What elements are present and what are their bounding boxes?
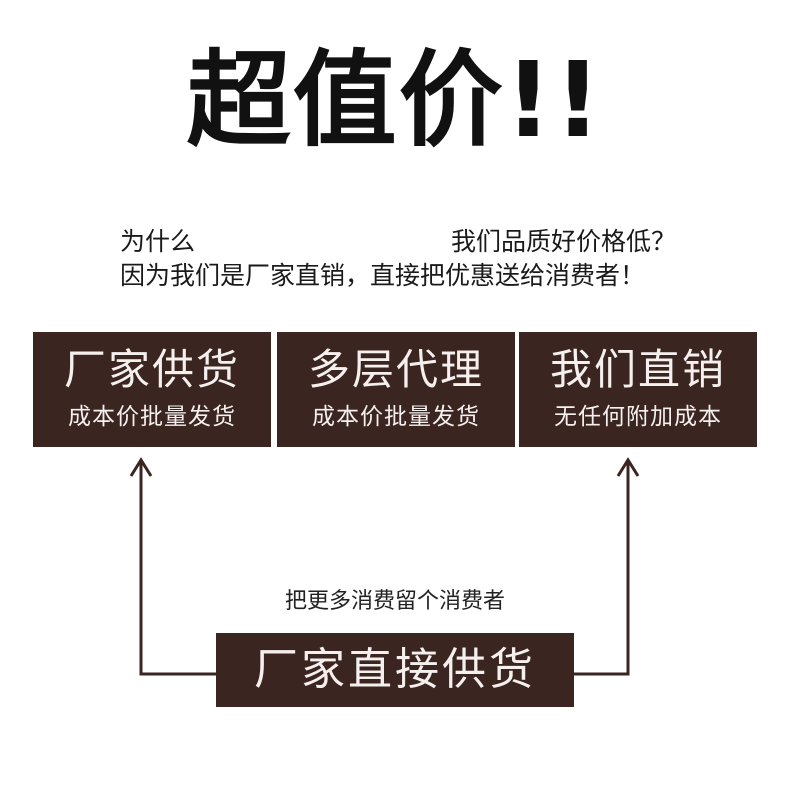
- box-title: 厂家供货: [63, 345, 240, 394]
- caption-text: 把更多消费留个消费者: [284, 589, 505, 614]
- right-arrow-head-icon: [616, 457, 640, 477]
- left-arrow-head-icon: [129, 457, 153, 477]
- box-subtitle: 无任何附加成本: [554, 404, 722, 430]
- answer-text: 因为我们是厂家直销，直接把优惠送给消费者！: [120, 261, 646, 290]
- page-title: 超值价!!: [186, 39, 604, 161]
- question-text-end: 我们品质好价格低？: [451, 227, 677, 256]
- factory-supply-box: 厂家供货 成本价批量发货: [33, 332, 271, 447]
- box-title: 我们直销: [549, 345, 726, 394]
- multi-level-agent-box: 多层代理 成本价批量发货: [277, 332, 515, 447]
- box-subtitle: 成本价批量发货: [312, 404, 480, 430]
- right-arrow-line: [574, 462, 630, 676]
- box-title: 多层代理: [307, 345, 484, 394]
- direct-sales-box: 我们直销 无任何附加成本: [519, 332, 757, 447]
- factory-direct-supply-box: 厂家直接供货: [216, 633, 574, 707]
- left-arrow-line: [139, 462, 216, 676]
- question-text-start: 为什么: [120, 227, 196, 256]
- box-subtitle: 成本价批量发货: [68, 404, 236, 430]
